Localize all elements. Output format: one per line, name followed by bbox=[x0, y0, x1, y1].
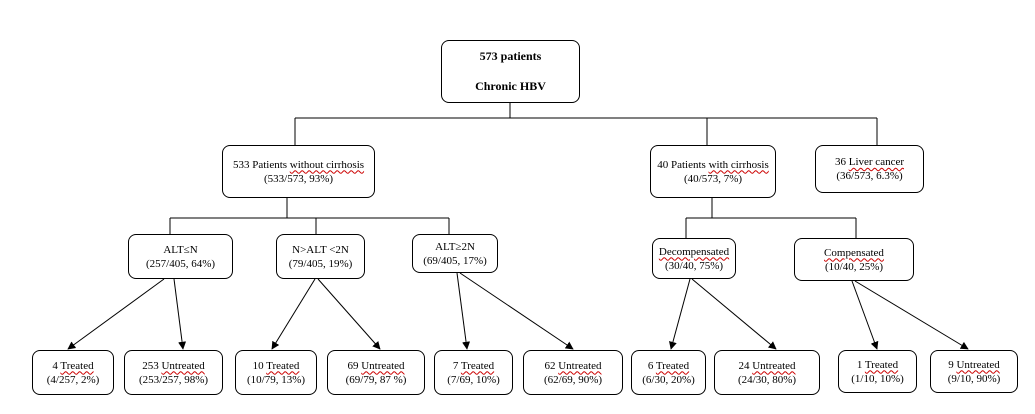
leaf-10-stats: (9/10, 90%) bbox=[947, 372, 1001, 385]
arrow-leaf-8 bbox=[691, 278, 777, 350]
leaf-7-num: 6 bbox=[647, 359, 656, 372]
leaf-8-word: Untreated bbox=[752, 359, 796, 372]
leaf-3-stats: (10/79, 13%) bbox=[246, 373, 306, 386]
leaf-5-num: 7 bbox=[452, 359, 461, 372]
alt-mid-label: N>ALT <2N bbox=[292, 243, 349, 256]
decomp-stats: (30/40, 75%) bbox=[664, 259, 724, 272]
leaf-7-stats: (6/30, 20%) bbox=[642, 373, 695, 386]
leaf-9-num: 1 bbox=[856, 358, 865, 371]
leaf-treated-alt-high: 7 Treated (7/69, 10%) bbox=[434, 350, 513, 395]
leaf-10-word: Untreated bbox=[956, 358, 1000, 371]
arrow-leaf-7 bbox=[669, 278, 691, 350]
node-alt-mid: N>ALT <2N (79/405, 19%) bbox=[276, 234, 365, 279]
leaf-6-stats: (62/69, 90%) bbox=[543, 373, 603, 386]
alt-high-label: ALT≥2N bbox=[435, 240, 475, 253]
without-prefix: 533 Patients bbox=[232, 158, 290, 171]
node-compensated: Compensated (10/40, 25%) bbox=[794, 238, 914, 281]
node-with-cirrhosis: 40 Patients with cirrhosis (40/573, 7%) bbox=[650, 145, 776, 198]
arrow-leaf-10 bbox=[854, 280, 969, 350]
alt-high-stats: (69/405, 17%) bbox=[423, 254, 487, 267]
arrow-leaf-9 bbox=[851, 280, 879, 350]
with-stats: (40/573, 7%) bbox=[683, 172, 743, 185]
arrow-leaf-3 bbox=[271, 278, 316, 350]
leaf-untreated-decomp: 24 Untreated (24/30, 80%) bbox=[714, 350, 820, 395]
leaf-5-stats: (7/69, 10%) bbox=[447, 373, 500, 386]
arrow-leaf-5 bbox=[456, 272, 471, 350]
leaf-1-num: 4 bbox=[52, 359, 61, 372]
node-liver-cancer: 36 Liver cancer (36/573, 6.3%) bbox=[815, 145, 924, 193]
cancer-underlined: Liver cancer bbox=[848, 156, 904, 168]
node-alt-low: ALT≤N (257/405, 64%) bbox=[128, 234, 233, 279]
leaf-7-word: Treated bbox=[655, 359, 690, 372]
leaf-3-num: 10 bbox=[252, 359, 267, 372]
alt-mid-stats: (79/405, 19%) bbox=[288, 257, 353, 270]
without-underlined: without cirrhosis bbox=[289, 158, 365, 171]
leaf-2-word: Untreated bbox=[161, 359, 205, 372]
with-prefix: 40 Patients bbox=[657, 158, 709, 171]
arrow-leaf-4 bbox=[317, 278, 381, 350]
arrow-leaf-1 bbox=[67, 278, 165, 350]
leaf-untreated-comp: 9 Untreated (9/10, 90%) bbox=[930, 350, 1018, 393]
leaf-6-num: 62 bbox=[544, 359, 559, 372]
leaf-10-num: 9 bbox=[948, 358, 957, 371]
root-node: 573 patients Chronic HBV bbox=[441, 40, 580, 103]
alt-low-label: ALT≤N bbox=[163, 243, 198, 256]
alt-low-stats: (257/405, 64%) bbox=[145, 257, 216, 270]
cancer-stats: (36/573, 6.3%) bbox=[836, 170, 903, 182]
leaf-4-stats: (69/79, 87 %) bbox=[345, 373, 407, 386]
arrow-leaf-2 bbox=[173, 278, 187, 350]
leaf-untreated-alt-mid: 69 Untreated (69/79, 87 %) bbox=[327, 350, 425, 395]
leaf-8-stats: (24/30, 80%) bbox=[737, 373, 797, 386]
leaf-untreated-alt-high: 62 Untreated (62/69, 90%) bbox=[523, 350, 623, 395]
leaf-treated-comp: 1 Treated (1/10, 10%) bbox=[838, 350, 917, 393]
leaf-1-stats: (4/257, 2%) bbox=[46, 373, 100, 386]
arrow-leaf-6 bbox=[459, 272, 574, 350]
leaf-2-num: 253 bbox=[142, 359, 162, 372]
leaf-3-word: Treated bbox=[266, 359, 300, 372]
decomp-label: Decompensated bbox=[658, 245, 730, 258]
leaf-9-word: Treated bbox=[864, 358, 899, 371]
leaf-8-num: 24 bbox=[738, 359, 753, 372]
node-without-cirrhosis: 533 Patients without cirrhosis (533/573,… bbox=[222, 145, 375, 198]
root-label: Chronic HBV bbox=[475, 79, 546, 93]
leaf-9-stats: (1/10, 10%) bbox=[851, 372, 904, 385]
leaf-untreated-alt-low: 253 Untreated (253/257, 98%) bbox=[124, 350, 223, 395]
leaf-4-num: 69 bbox=[347, 359, 362, 372]
leaf-treated-decomp: 6 Treated (6/30, 20%) bbox=[631, 350, 706, 395]
comp-label: Compensated bbox=[824, 246, 884, 259]
root-count: 573 patients bbox=[479, 49, 542, 63]
leaf-1-word: Treated bbox=[60, 359, 94, 372]
with-underlined: with cirrhosis bbox=[708, 158, 769, 171]
node-alt-high: ALT≥2N (69/405, 17%) bbox=[412, 234, 498, 273]
cancer-prefix: 36 bbox=[834, 156, 849, 168]
leaf-treated-alt-mid: 10 Treated (10/79, 13%) bbox=[235, 350, 317, 395]
comp-stats: (10/40, 25%) bbox=[824, 260, 884, 273]
leaf-2-stats: (253/257, 98%) bbox=[138, 373, 209, 386]
leaf-5-word: Treated bbox=[460, 359, 495, 372]
leaf-6-word: Untreated bbox=[558, 359, 602, 372]
leaf-treated-alt-low: 4 Treated (4/257, 2%) bbox=[32, 350, 114, 395]
node-decompensated: Decompensated (30/40, 75%) bbox=[652, 238, 736, 279]
leaf-4-word: Untreated bbox=[361, 359, 405, 372]
without-stats: (533/573, 93%) bbox=[263, 172, 334, 185]
